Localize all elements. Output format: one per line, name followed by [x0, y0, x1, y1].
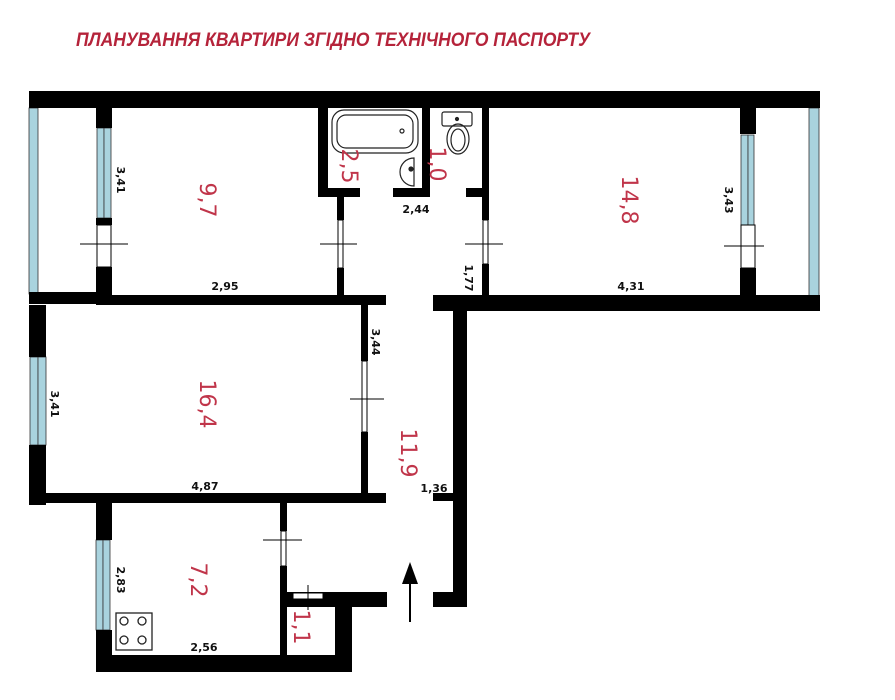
area-corridor: 11,9 — [395, 429, 420, 478]
dim-kitchen-width: 2,56 — [190, 641, 217, 654]
dim-bedroom-right-height: 3,43 — [722, 186, 735, 213]
area-bedroom-right: 14,8 — [616, 176, 641, 225]
dim-bedroom-left-height: 3,41 — [114, 166, 127, 193]
sink-icon — [399, 157, 415, 187]
dim-wc-width: 2,44 — [402, 203, 429, 216]
dim-living-height: 3,41 — [48, 390, 61, 417]
dim-kitchen-height: 2,83 — [114, 566, 127, 593]
dim-corridor-top: 1,77 — [462, 264, 475, 291]
entrance-arrow-icon — [402, 562, 418, 622]
dim-living-door-wall: 3,44 — [369, 328, 382, 355]
dim-bedroom-right-width: 4,31 — [617, 280, 644, 293]
dim-corridor-width: 1,36 — [420, 482, 447, 495]
area-kitchen: 7,2 — [185, 563, 210, 598]
area-bedroom-left: 9,7 — [194, 183, 219, 218]
area-toilet: 1,0 — [424, 147, 449, 182]
toilet-icon — [441, 111, 473, 155]
dim-bedroom-left-width: 2,95 — [211, 280, 238, 293]
area-living: 16,4 — [194, 380, 219, 429]
dim-living-width: 4,87 — [191, 480, 218, 493]
walls — [29, 91, 820, 672]
bathtub-icon — [331, 109, 419, 154]
plan-title: ПЛАНУВАННЯ КВАРТИРИ ЗГІДНО ТЕХНІЧНОГО ПА… — [76, 30, 590, 51]
area-storage: 1,1 — [288, 610, 313, 645]
stove-icon — [115, 612, 153, 651]
area-bathroom: 2,5 — [336, 149, 361, 184]
doors — [80, 219, 764, 610]
